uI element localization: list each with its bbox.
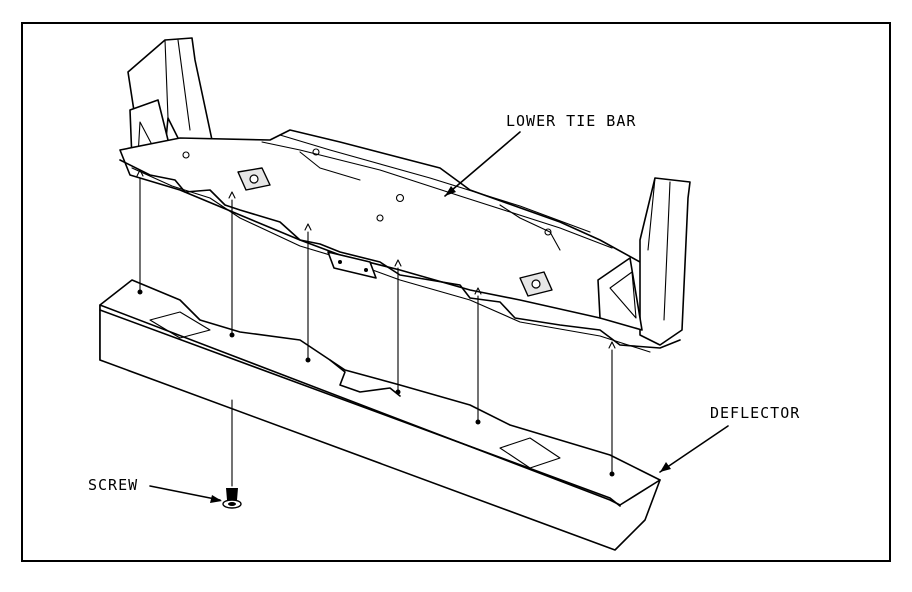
diagram-frame — [21, 22, 891, 562]
deflector — [99, 279, 661, 551]
callout-deflector: DEFLECTOR — [659, 404, 800, 473]
alignment-lines — [139, 177, 613, 487]
label-screw: SCREW — [88, 476, 138, 494]
callout-screw: SCREW — [88, 476, 222, 503]
lower-tie-bar — [119, 37, 691, 353]
tie-bar-fastener-marks — [136, 169, 616, 349]
screw-part — [222, 488, 242, 509]
callout-lower-tie-bar: LOWER TIE BAR — [444, 112, 636, 197]
label-deflector: DEFLECTOR — [710, 404, 800, 422]
label-lower-tie-bar: LOWER TIE BAR — [506, 112, 636, 130]
